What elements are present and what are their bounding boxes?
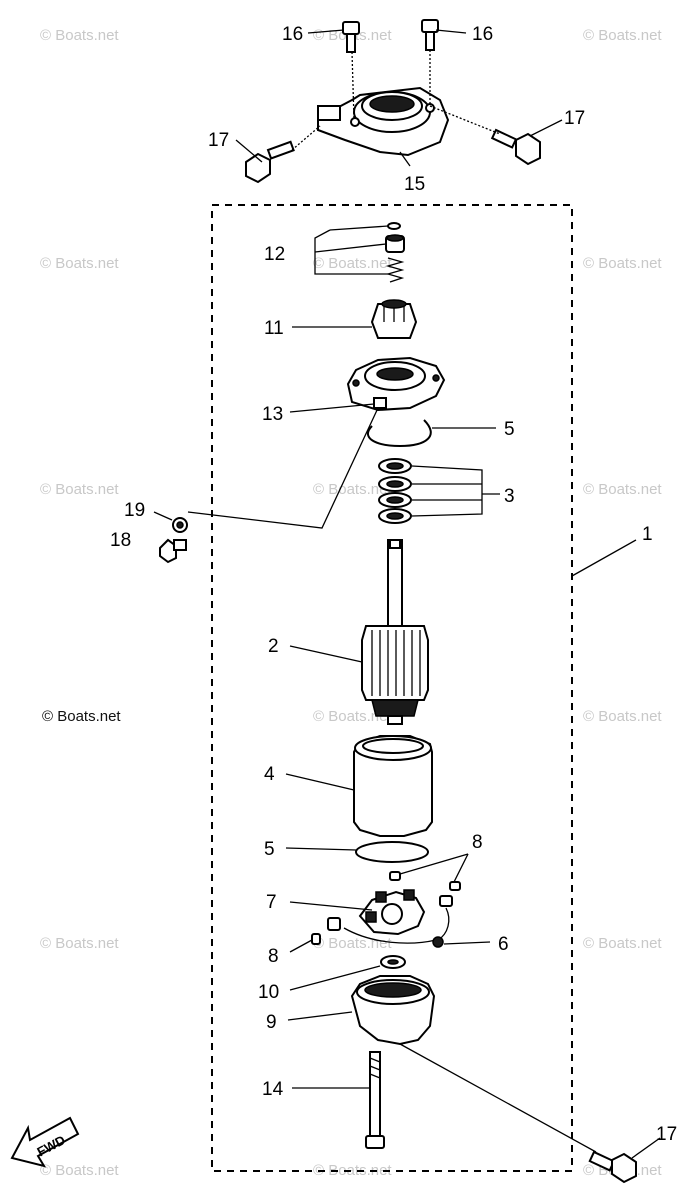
brush-holder-7 [327,889,453,936]
watermark: © Boats.net [313,708,392,725]
callout-16: 16 [282,24,303,45]
o-ring-5-upper [366,419,432,448]
bracket-15 [317,86,450,157]
brush-8-lower [311,933,321,945]
callout-14: 14 [262,1079,284,1100]
lead-wire-6 [343,907,450,948]
watermarks: © Boats.net © Boats.net © Boats.net © Bo… [40,27,662,1179]
leader-lines [153,29,661,1159]
upper-housing-13 [346,356,446,412]
callout-5: 5 [504,419,515,440]
watermark: © Boats.net [313,481,392,498]
watermark: © Boats.net [313,1162,392,1179]
washer-19 [172,517,188,533]
callout-17: 17 [656,1124,677,1145]
callout-1: 1 [642,524,653,545]
callout-16: 16 [472,24,493,45]
watermark: © Boats.net [40,1162,119,1179]
bolt-16-right [421,19,439,51]
watermark: © Boats.net [40,481,119,498]
bolt-17-left [245,140,295,184]
callout-10: 10 [258,982,279,1003]
lower-housing-9 [350,975,436,1046]
watermark: © Boats.net [313,255,392,272]
watermark: © Boats.net [583,255,662,272]
bolt-17-bottom [588,1150,637,1184]
screw-18 [159,538,187,564]
watermark: © Boats.net [40,935,119,952]
callout-13: 13 [262,404,283,425]
callout-19: 19 [124,500,145,521]
callout-4: 4 [264,764,275,785]
bolt-17-right [490,128,541,166]
o-ring-5-lower [355,841,429,863]
watermark: © Boats.net [313,935,392,952]
callout-labels: 16 16 17 17 15 12 11 13 5 3 1 19 18 2 4 … [110,24,677,1145]
washers-3 [378,458,412,524]
callout-8: 8 [472,832,483,853]
brush-8-upper [389,871,461,891]
watermark: © Boats.net [583,935,662,952]
yoke-4 [353,735,433,837]
pinion-gear-11 [370,299,418,339]
watermark: © Boats.net [583,27,662,44]
callout-11: 11 [264,318,284,339]
callout-5: 5 [264,839,275,860]
pinion-stopper-set-12 [385,222,405,283]
washer-10 [380,955,406,969]
callout-3: 3 [504,486,515,507]
watermark: © Boats.net [583,708,662,725]
callout-17: 17 [564,108,585,129]
watermark: © Boats.net [40,255,119,272]
callout-9: 9 [266,1012,277,1033]
callout-2: 2 [268,636,279,657]
callout-15: 15 [404,174,425,195]
watermark: © Boats.net [40,27,119,44]
through-bolt-14 [365,1051,385,1149]
watermark: © Boats.net [583,481,662,498]
callout-17: 17 [208,130,229,151]
callout-8: 8 [268,946,279,967]
armature-2 [361,539,429,725]
callout-7: 7 [266,892,277,913]
callout-6: 6 [498,934,509,955]
callout-12: 12 [264,244,285,265]
bolt-16-left [342,21,360,53]
watermark: © Boats.net [42,708,121,725]
callout-18: 18 [110,530,131,551]
fwd-arrow-icon: FWD [10,1116,80,1168]
